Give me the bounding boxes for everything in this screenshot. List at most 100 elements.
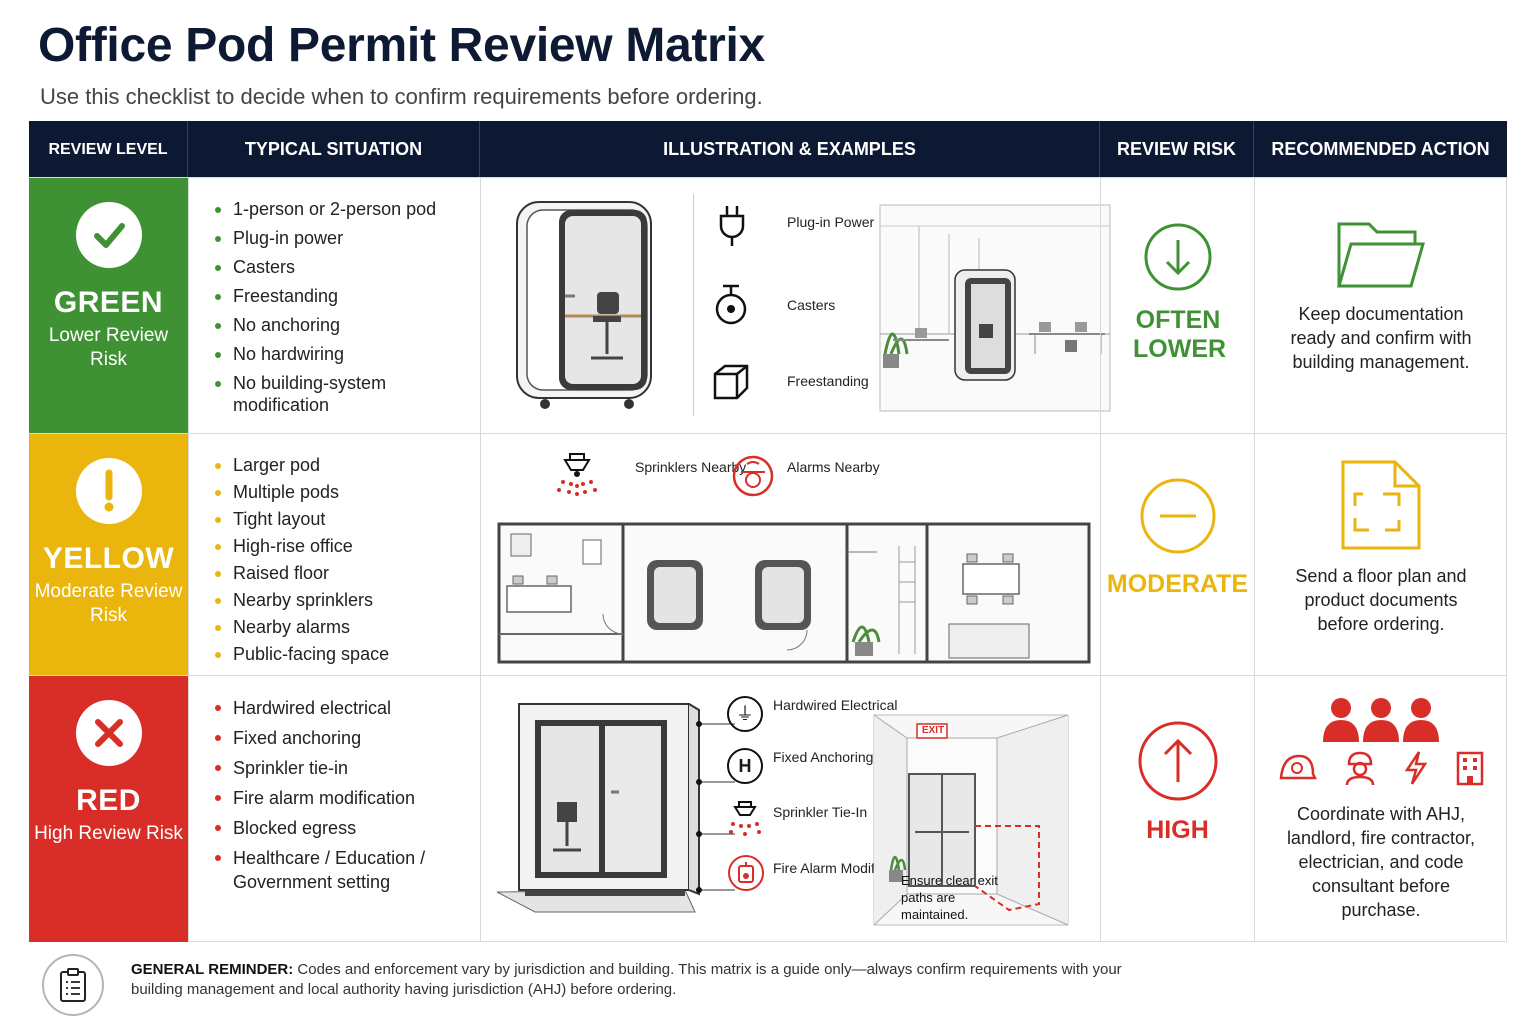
footer-reminder: GENERAL REMINDER: Codes and enforcement … <box>0 944 1536 1024</box>
hardwired-icon: ⏚ <box>727 696 763 732</box>
lightning-icon <box>1404 751 1428 785</box>
worker-icon <box>1345 751 1375 786</box>
level-name: YELLOW <box>42 542 175 575</box>
plug-icon <box>719 206 745 246</box>
list-item: Casters <box>215 256 480 278</box>
sprinkler-tie-in-icon <box>729 801 761 836</box>
exit-sign: EXIT <box>921 725 945 736</box>
exclamation-icon <box>75 458 142 524</box>
fire-alarm-icon <box>728 855 764 891</box>
egress-corridor-illustration <box>873 714 1069 926</box>
header-recommended-action: RECOMMENDED ACTION <box>1254 121 1507 177</box>
list-item: Healthcare / Education / Government sett… <box>215 846 445 894</box>
minus-icon <box>1140 478 1216 554</box>
list-item: Nearby alarms <box>215 616 480 638</box>
floor-plan-document-icon <box>1341 460 1421 550</box>
list-item: Blocked egress <box>215 816 445 840</box>
office-scene-illustration <box>879 204 1111 412</box>
level-subtitle: Lower Review Risk <box>48 325 169 370</box>
list-item: High-rise office <box>215 535 480 557</box>
footer-label: GENERAL REMINDER: <box>131 961 294 978</box>
illustration-cell: ⏚ Hardwired Electrical H Fixed Anchoring… <box>480 676 1100 942</box>
caster-icon <box>715 284 747 325</box>
page-subtitle: Use this checklist to decide when to con… <box>40 84 763 109</box>
x-icon <box>75 700 142 766</box>
anchoring-icon: H <box>727 748 763 784</box>
list-item: No anchoring <box>215 314 480 336</box>
action-text: Coordinate with AHJ, landlord, fire cont… <box>1286 804 1476 920</box>
header-typical-situation: TYPICAL SITUATION <box>188 121 480 177</box>
casters-label: Casters <box>787 297 836 313</box>
header-illustration: ILLUSTRATION & EXAMPLES <box>480 121 1100 177</box>
team-icon <box>1323 698 1439 742</box>
list-item: No hardwiring <box>215 343 480 365</box>
list-item: Hardwired electrical <box>215 696 445 720</box>
floor-plan-illustration <box>497 522 1091 664</box>
risk-label: HIGH <box>1146 816 1209 844</box>
list-item: Fixed anchoring <box>215 726 445 750</box>
level-subtitle: High Review Risk <box>34 823 183 844</box>
level-cell-red: RED High Review Risk <box>29 676 188 942</box>
sprinkler-tie-in-label: Sprinkler Tie-In <box>773 804 868 820</box>
exit-path-note: Ensure clear exit paths are maintained. <box>901 873 998 922</box>
risk-label: OFTEN LOWER <box>1133 306 1227 363</box>
plugin-power-label: Plug-in Power <box>787 214 875 230</box>
list-item: 1-person or 2-person pod <box>215 198 480 220</box>
list-item: Freestanding <box>215 285 480 307</box>
single-pod-illustration <box>516 201 652 409</box>
arrow-up-icon <box>1138 721 1218 801</box>
hardwired-pod-illustration <box>496 703 735 913</box>
building-icon <box>1456 751 1484 786</box>
alarm-icon <box>732 455 774 497</box>
list-item: Tight layout <box>215 508 480 530</box>
situation-cell: Hardwired electrical Fixed anchoring Spr… <box>188 676 480 942</box>
situation-cell: Larger pod Multiple pods Tight layout Hi… <box>188 434 480 675</box>
fire-helmet-icon <box>1279 754 1317 780</box>
action-cell: Send a floor plan and product documents … <box>1254 434 1507 675</box>
action-cell: Coordinate with AHJ, landlord, fire cont… <box>1254 676 1507 942</box>
matrix-row-red: RED High Review Risk Hardwired electrica… <box>29 675 1507 942</box>
header-review-level: REVIEW LEVEL <box>29 121 188 177</box>
action-text: Send a floor plan and product documents … <box>1295 566 1467 634</box>
folder-icon <box>1337 222 1425 288</box>
list-item: Plug-in power <box>215 227 480 249</box>
fixed-anchoring-label: Fixed Anchoring <box>773 749 874 765</box>
level-name: GREEN <box>53 286 164 319</box>
cube-icon <box>713 364 749 400</box>
level-name: RED <box>76 784 141 817</box>
matrix-row-green: GREEN Lower Review Risk 1-person or 2-pe… <box>29 177 1507 433</box>
list-item: Fire alarm modification <box>215 786 445 810</box>
list-item: Multiple pods <box>215 481 480 503</box>
header-review-risk: REVIEW RISK <box>1100 121 1254 177</box>
trade-icons <box>1255 750 1507 786</box>
list-item: Nearby sprinklers <box>215 589 480 611</box>
sprinkler-icon <box>557 453 597 496</box>
list-item: Larger pod <box>215 454 480 476</box>
list-item: Sprinkler tie-in <box>215 756 445 780</box>
level-subtitle: Moderate Review Risk <box>34 581 183 626</box>
risk-cell: OFTEN LOWER <box>1100 178 1254 433</box>
action-text: Keep documentation ready and confirm wit… <box>1290 304 1472 372</box>
footer-body: Codes and enforcement vary by jurisdicti… <box>131 961 1122 998</box>
list-item: Raised floor <box>215 562 480 584</box>
action-cell: Keep documentation ready and confirm wit… <box>1254 178 1507 433</box>
sprinklers-nearby-label: Sprinklers Nearby <box>635 459 747 475</box>
clipboard-icon <box>42 954 104 1016</box>
review-matrix: REVIEW LEVEL TYPICAL SITUATION ILLUSTRAT… <box>29 121 1507 942</box>
hardwired-electrical-label: Hardwired Electrical <box>773 697 898 713</box>
alarms-nearby-label: Alarms Nearby <box>787 459 880 475</box>
level-cell-yellow: YELLOW Moderate Review Risk <box>29 434 188 675</box>
list-item: No building-system modification <box>215 372 480 416</box>
check-icon <box>75 202 142 268</box>
list-item: Public-facing space <box>215 643 480 665</box>
situation-cell: 1-person or 2-person pod Plug-in power C… <box>188 178 480 433</box>
risk-label: MODERATE <box>1106 570 1249 598</box>
freestanding-label: Freestanding <box>787 373 869 389</box>
arrow-down-icon <box>1144 223 1211 291</box>
risk-cell: MODERATE <box>1100 434 1254 675</box>
level-cell-green: GREEN Lower Review Risk <box>29 178 188 433</box>
page-title: Office Pod Permit Review Matrix <box>38 19 765 72</box>
illustration-cell: Plug-in Power Casters Freestanding <box>480 178 1111 433</box>
matrix-row-yellow: YELLOW Moderate Review Risk Larger pod M… <box>29 433 1507 675</box>
footer-text: GENERAL REMINDER: Codes and enforcement … <box>131 960 1131 1000</box>
